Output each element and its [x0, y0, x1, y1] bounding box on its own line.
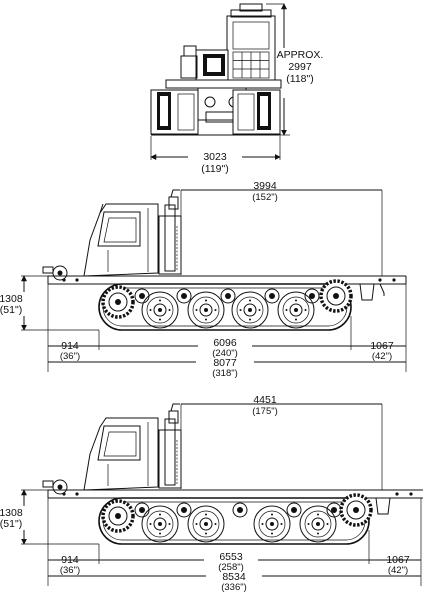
height-short-in: (51"): [0, 304, 22, 316]
overall-length-long-in: (336"): [221, 582, 247, 592]
track-long: [98, 497, 370, 545]
bogie-wheels-short: [134, 288, 320, 304]
track-length-long-in: (258"): [218, 562, 244, 573]
rear-sprocket-long: [339, 493, 373, 527]
overall-length-short-in: (318"): [212, 368, 238, 379]
front-overhang-long-in: (36"): [60, 565, 80, 576]
front-width-in: (119"): [201, 163, 228, 175]
front-overhang-long-mm: 914: [61, 554, 79, 566]
front-sprocket-short: [101, 285, 135, 319]
top-dim-long-in: (175"): [252, 406, 278, 417]
front-grille: [232, 51, 270, 79]
rear-overhang-short-in: (42"): [372, 351, 392, 362]
side-view-long: 4451 (175") 1308 (51") 914 (36") 6553 (2…: [0, 394, 423, 592]
front-height-label: APPROX.: [277, 49, 324, 61]
front-view: APPROX. 2997 (118") 3023 (119"): [150, 3, 324, 175]
height-long-mm: 1308: [0, 507, 23, 519]
track-length-long-mm: 6553: [219, 551, 243, 563]
track-length-short-mm: 6096: [213, 337, 237, 349]
right-track-end: [232, 89, 281, 135]
track-length-short-in: (240"): [212, 348, 238, 359]
front-overhang-short-in: (36"): [60, 351, 80, 362]
height-long-in: (51"): [0, 518, 22, 530]
track-short: [98, 283, 352, 331]
overall-length-short-mm: 8077: [213, 357, 237, 369]
bogie-wheels-long: [134, 502, 342, 518]
side-view-short: 3994 (152") 1308 (51") 914 (36") 6096 (2…: [0, 180, 407, 379]
height-short-mm: 1308: [0, 293, 23, 305]
front-height-in: (118"): [286, 73, 313, 85]
front-width-mm: 3023: [203, 151, 227, 163]
overall-length-long-mm: 8534: [222, 571, 246, 583]
front-height-mm: 2997: [288, 61, 312, 73]
rear-overhang-short-mm: 1067: [370, 340, 394, 352]
front-sprocket-long: [101, 499, 135, 533]
rear-overhang-long-in: (42"): [388, 565, 408, 576]
side-cab-long: [83, 417, 159, 491]
rear-overhang-long-mm: 1067: [386, 554, 410, 566]
top-dim-long-mm: 4451: [253, 394, 277, 406]
front-overhang-short-mm: 914: [61, 340, 79, 352]
side-cab-short: [83, 203, 159, 277]
top-dim-short-in: (152"): [252, 192, 278, 203]
top-dim-short-mm: 3994: [253, 180, 277, 192]
rear-sprocket-short: [319, 279, 353, 313]
